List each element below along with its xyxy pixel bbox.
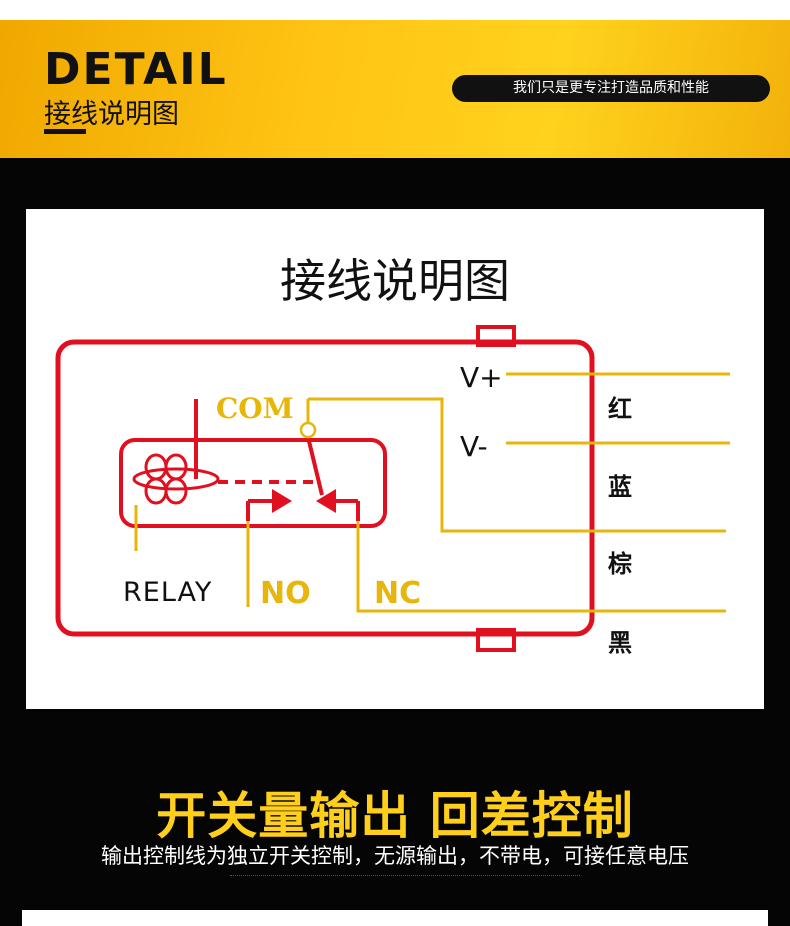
- next-section-panel: [22, 910, 768, 926]
- com-terminal: [299, 421, 317, 439]
- detail-subtitle: 接线说明图: [44, 99, 179, 130]
- wire-color-red-label: 红: [608, 395, 632, 423]
- wire-color-blue-label: 蓝: [608, 473, 632, 501]
- decorative-fine-print: [230, 875, 580, 877]
- wire-black: [356, 521, 726, 613]
- relay-box: [119, 438, 387, 528]
- v-minus-label: V-: [460, 430, 488, 463]
- wire-color-brown-label: 棕: [608, 550, 632, 578]
- wire-color-black-label: 黑: [608, 629, 632, 657]
- no-label: NO: [260, 576, 311, 611]
- com-label: COM: [216, 392, 294, 425]
- diagram-title: 接线说明图: [280, 254, 510, 308]
- wiring-diagram: [55, 325, 730, 652]
- no-arrow-icon: [272, 489, 292, 513]
- output-wires: [246, 372, 730, 613]
- v-plus-label: V+: [460, 361, 503, 394]
- feature-description: 输出控制线为独立开关控制，无源输出，不带电，可接任意电压: [101, 844, 689, 868]
- relay-label: RELAY: [123, 577, 213, 608]
- nc-arrow-icon: [316, 489, 336, 513]
- detail-title: DETAIL: [44, 44, 228, 95]
- slogan-badge: 我们只是更专注打造品质和性能: [452, 75, 770, 102]
- header-banner: DETAIL 接线说明图 我们只是更专注打造品质和性能: [0, 20, 790, 158]
- switch-arm: [306, 436, 324, 496]
- feature-headline: 开关量输出 回差控制: [156, 787, 634, 845]
- top-white-strip: [0, 0, 790, 20]
- sensor-housing: [55, 339, 595, 637]
- title-underline: [44, 129, 86, 134]
- coil-icon: [132, 453, 220, 505]
- wire-brown: [308, 397, 726, 533]
- nc-label: NC: [374, 576, 422, 611]
- wiring-diagram-panel: 接线说明图 V+ V- COM RELAY NO NC 红 蓝 棕 黑: [26, 209, 764, 709]
